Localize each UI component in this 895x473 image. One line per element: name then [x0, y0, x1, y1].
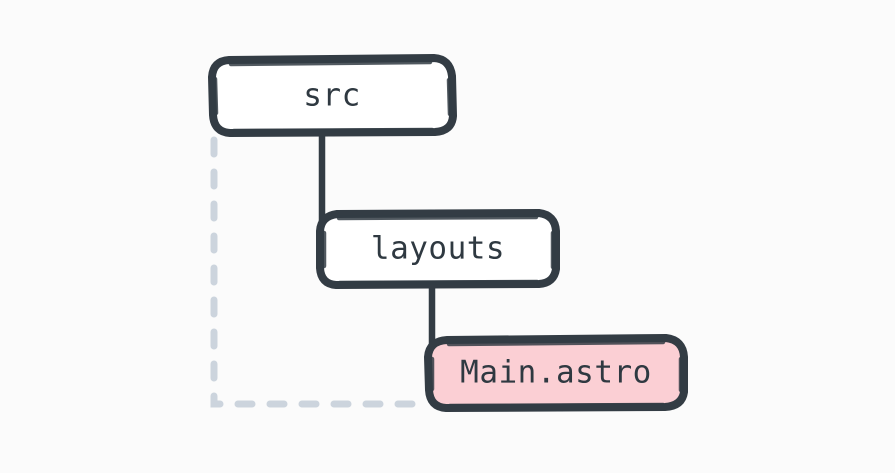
- node-layouts-label: layouts: [371, 231, 505, 267]
- node-src-label: src: [303, 78, 361, 114]
- node-main-astro[interactable]: Main.astro: [424, 334, 688, 412]
- node-main-astro-label: Main.astro: [460, 355, 652, 391]
- node-src-sketch: [212, 59, 453, 134]
- node-layouts-box: [316, 209, 560, 289]
- node-src-box: [208, 54, 457, 137]
- node-layouts[interactable]: layouts: [316, 209, 560, 289]
- node-src[interactable]: src: [208, 54, 457, 137]
- node-layouts-sketch: [321, 214, 556, 286]
- node-main-astro-sketch: [429, 339, 684, 409]
- boundary-dashed-path: [210, 136, 428, 408]
- node-main-astro-box: [424, 334, 688, 412]
